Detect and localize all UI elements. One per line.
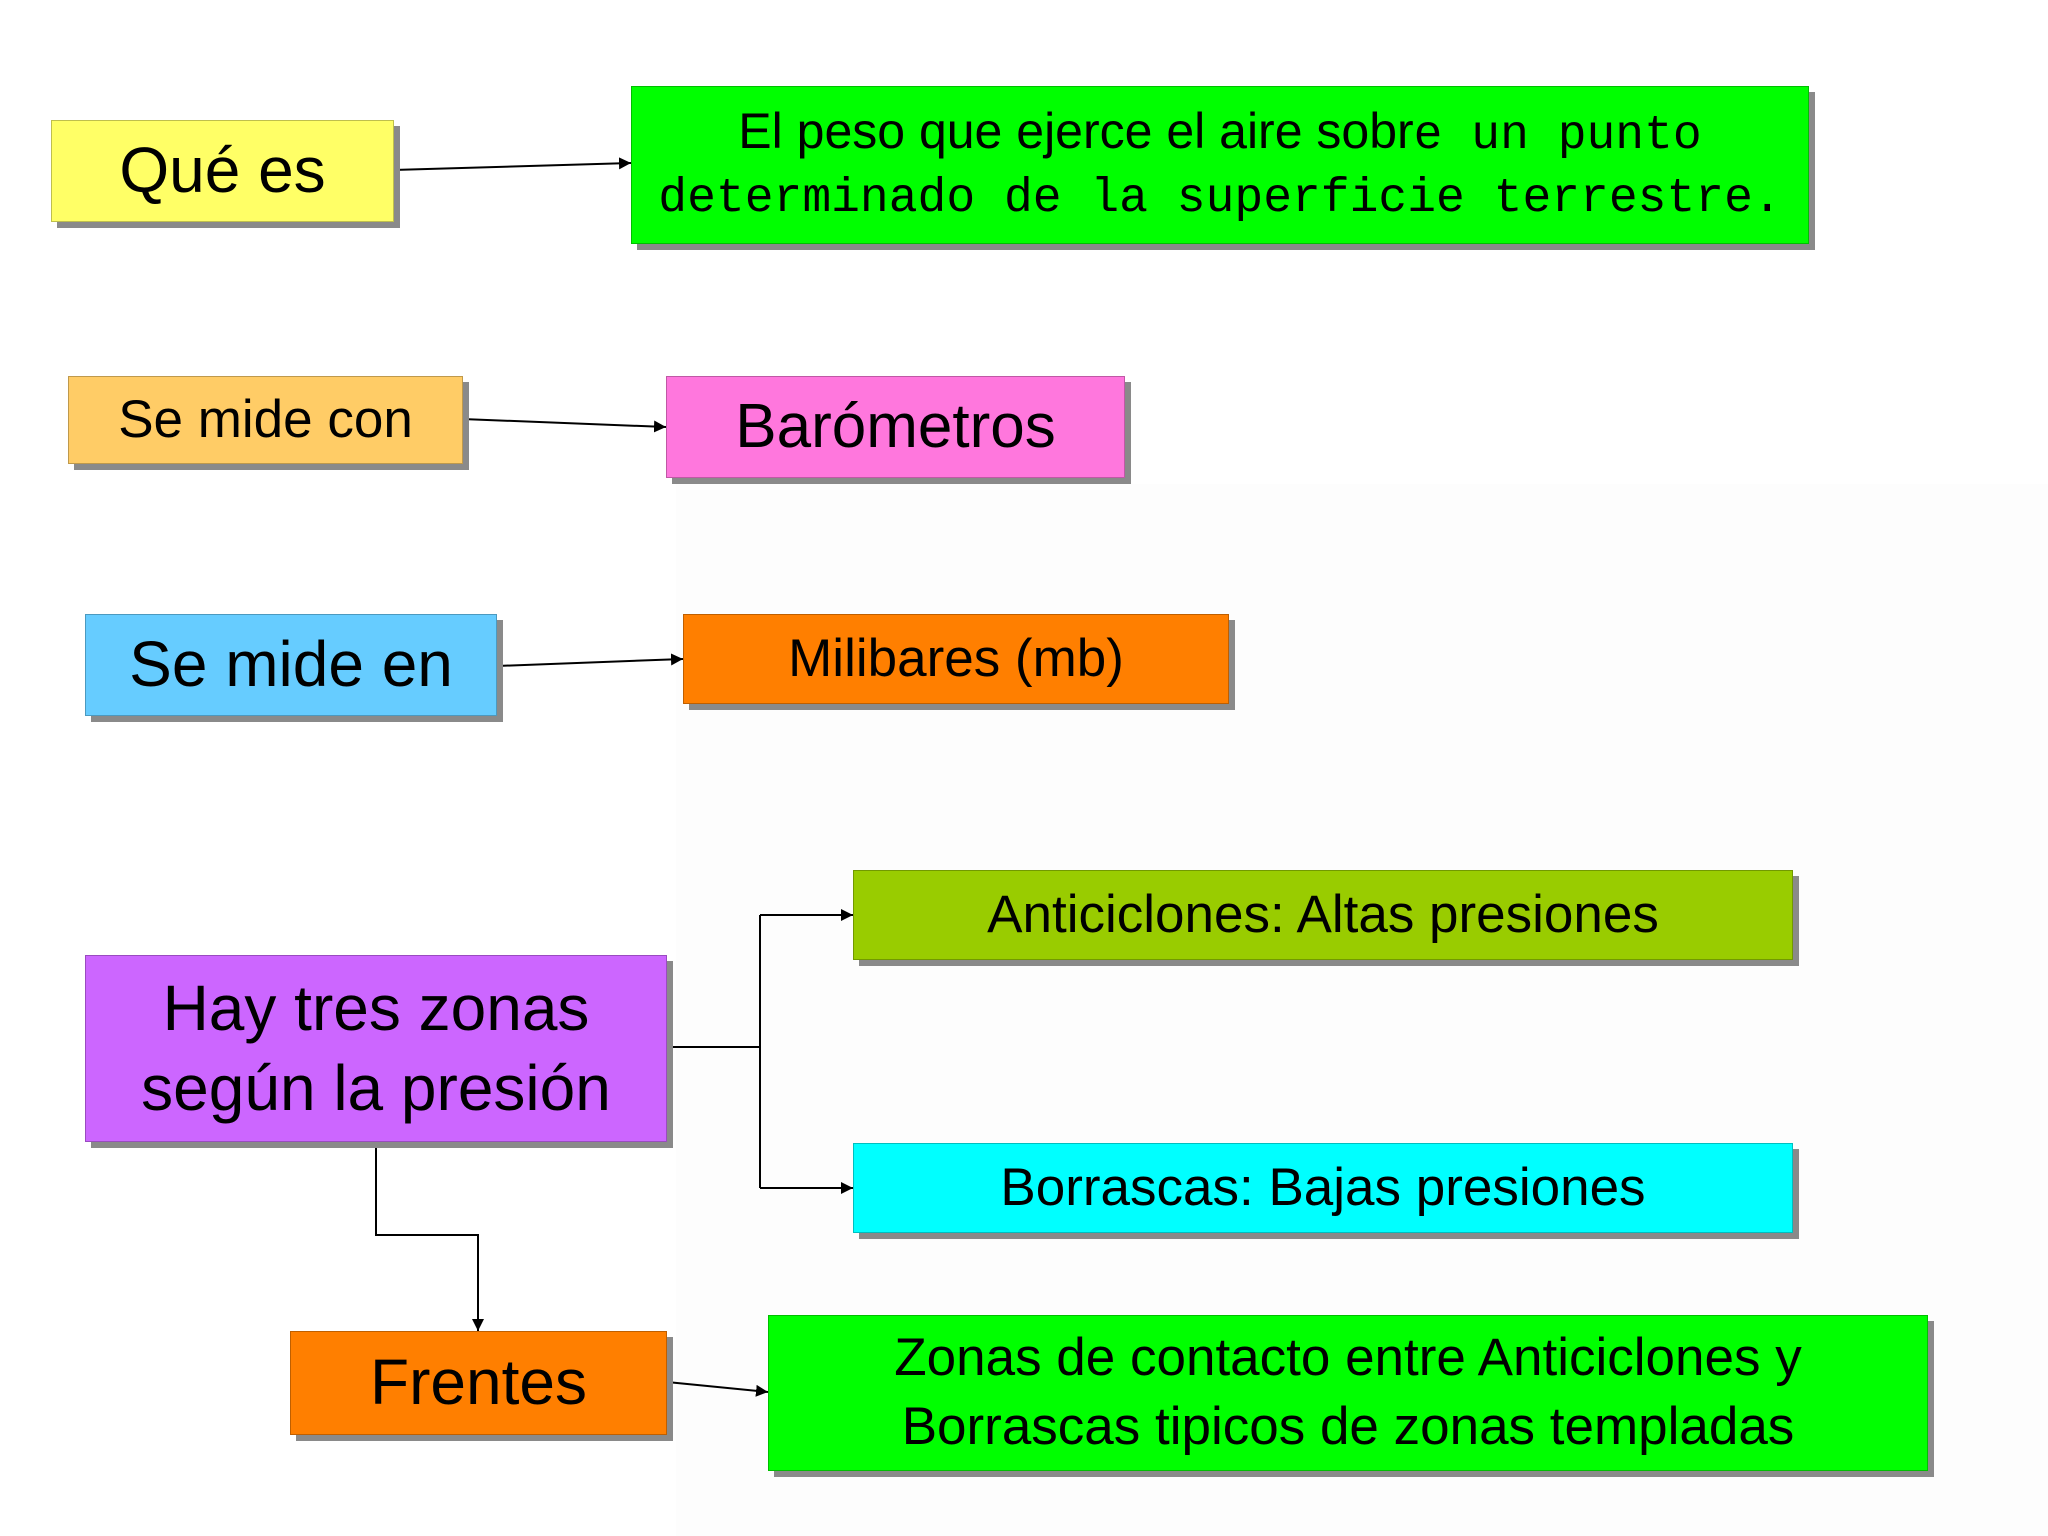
- zonas-contacto-line-2: Borrascas tipicos de zonas templadas: [901, 1397, 1795, 1456]
- barometros-box: Barómetros: [666, 376, 1125, 478]
- definicion-line-1: El peso que ejerce el aire sobre un punt…: [738, 102, 1701, 165]
- que-es-label: Qué es: [119, 134, 326, 207]
- anticiclones-label: Anticiclones: Altas presiones: [987, 884, 1659, 944]
- hay-tres-zonas-line-1: Hay tres zonas: [162, 971, 590, 1044]
- milibares-box: Milibares (mb): [683, 614, 1229, 704]
- definicion-text-mono-1: e un punto: [1413, 109, 1702, 164]
- anticiclones-box: Anticiclones: Altas presiones: [853, 870, 1793, 960]
- borrascas-box: Borrascas: Bajas presiones: [853, 1143, 1793, 1233]
- se-mide-con-label: Se mide con: [118, 389, 413, 449]
- definicion-line-2: determinado de la superficie terrestre.: [658, 172, 1782, 226]
- borrascas-label: Borrascas: Bajas presiones: [1000, 1157, 1646, 1217]
- se-mide-en-label: Se mide en: [129, 628, 453, 701]
- zonas-contacto-line-1: Zonas de contacto entre Anticiclones y: [894, 1328, 1802, 1388]
- definicion-text-sans: El peso que ejerce el aire sobr: [738, 103, 1414, 160]
- arrow-se-mide-en-to-milibares: [496, 653, 684, 667]
- frentes-box: Frentes: [290, 1331, 667, 1435]
- se-mide-en-box: Se mide en: [85, 614, 497, 716]
- arrow-que-es-to-definicion: [392, 157, 632, 171]
- se-mide-con-box: Se mide con: [68, 376, 463, 464]
- arrow-zonas-to-frentes: [375, 1142, 484, 1331]
- definicion-box: El peso que ejerce el aire sobre un punt…: [631, 86, 1809, 244]
- arrow-se-mide-con-to-barometros: [461, 418, 667, 433]
- barometros-label: Barómetros: [735, 392, 1056, 462]
- zonas-contacto-box: Zonas de contacto entre Anticiclones y B…: [768, 1315, 1928, 1471]
- hay-tres-zonas-line-2: según la presión: [141, 1051, 611, 1124]
- frentes-label: Frentes: [370, 1346, 587, 1419]
- milibares-label: Milibares (mb): [788, 628, 1124, 688]
- hay-tres-zonas-box: Hay tres zonas según la presión: [85, 955, 667, 1142]
- que-es-box: Qué es: [51, 120, 394, 222]
